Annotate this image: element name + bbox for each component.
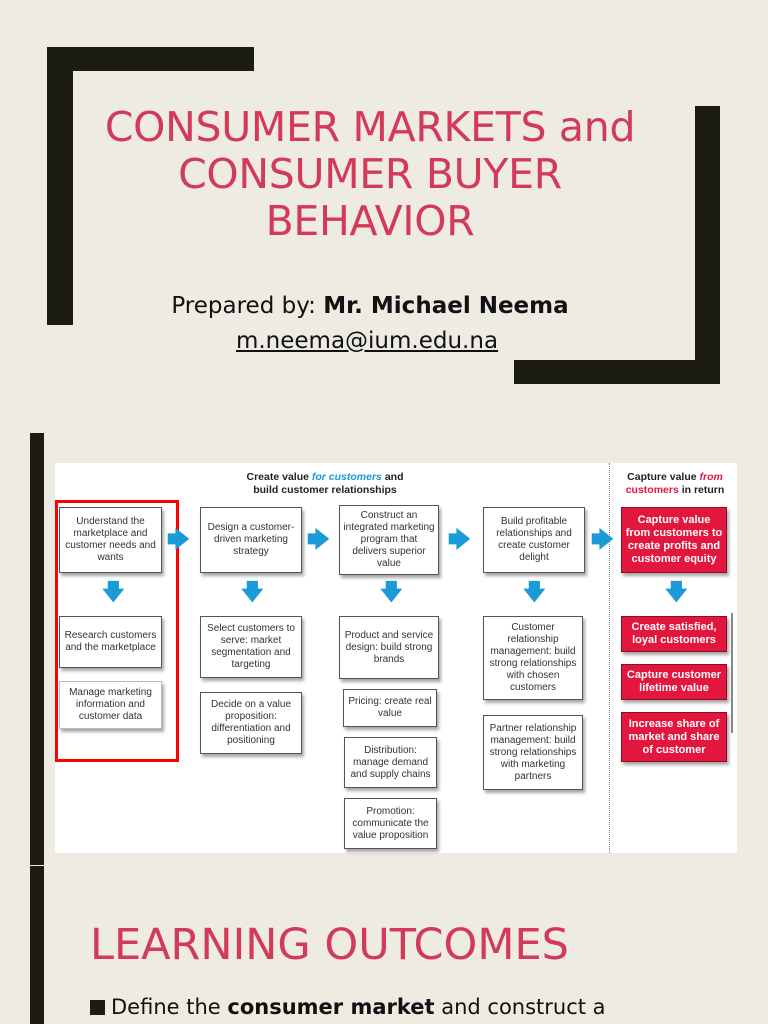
header-text: in return [678,484,725,496]
header-emphasis: for customers [311,471,382,483]
sub-customer-relationship-mgmt: Customer relationship management: build … [483,616,583,700]
arrow-right-icon: 🡆 [167,527,190,552]
header-capture-value: Capture value from customers in return [615,471,735,497]
arrow-down-icon: 🡇 [241,579,264,604]
header-text: and [381,471,404,483]
step-understand-marketplace: Understand the marketplace and customer … [59,507,162,573]
arrow-right-icon: 🡆 [307,527,330,552]
title-line-2: CONSUMER BUYER [178,150,562,198]
sub-promotion: Promotion: communicate the value proposi… [344,798,437,849]
header-text: Capture value [627,471,700,483]
diagram-edge-shadow [731,613,733,733]
header-emphasis: customers [625,484,679,496]
frame-top-left-horizontal [47,47,254,71]
sub-value-proposition: Decide on a value proposition: different… [200,692,302,754]
arrow-down-icon: 🡇 [380,579,403,604]
header-text: Create value [246,471,312,483]
title-line-3: BEHAVIOR [265,197,475,245]
sub-partner-relationship-mgmt: Partner relationship management: build s… [483,715,583,790]
sub-manage-information: Manage marketing information and custome… [59,681,162,729]
sub-satisfied-customers: Create satisfied, loyal customers [621,616,727,652]
arrow-down-icon: 🡇 [523,579,546,604]
frame-bottom-right-vertical [695,106,720,384]
divider-dotted-line [609,463,610,853]
presentation-title: CONSUMER MARKETS and CONSUMER BUYER BEHA… [60,104,680,245]
title-slide: CONSUMER MARKETS and CONSUMER BUYER BEHA… [0,0,768,400]
learning-outcomes-title: LEARNING OUTCOMES [90,920,569,970]
left-accent-bar-slide3 [30,866,44,1024]
diagram-slide: Create value for customers and build cus… [0,405,768,1024]
title-line-1: CONSUMER MARKETS and [104,103,636,151]
sub-lifetime-value: Capture customer lifetime value [621,664,727,700]
presenter-name: Mr. Michael Neema [323,293,569,319]
arrow-right-icon: 🡆 [448,527,471,552]
arrow-down-icon: 🡇 [665,579,688,604]
header-create-value: Create value for customers and build cus… [205,471,445,497]
sub-distribution: Distribution: manage demand and supply c… [344,737,437,788]
frame-bottom-right-horizontal [514,360,720,384]
bullet-text: Define the [111,995,228,1019]
header-emphasis: from [699,471,723,483]
bullet-text: and construct a [434,995,606,1019]
marketing-process-diagram: Create value for customers and build cus… [55,463,737,853]
sub-pricing: Pricing: create real value [343,689,437,727]
prepared-by-label: Prepared by: [171,293,324,319]
step-construct-program: Construct an integrated marketing progra… [339,505,439,575]
sub-share-of-market: Increase share of market and share of cu… [621,712,727,762]
arrow-right-icon: 🡆 [591,527,614,552]
sub-select-customers: Select customers to serve: market segmen… [200,616,302,678]
highlight-frame [55,500,179,762]
left-accent-bar [30,433,44,865]
arrow-down-icon: 🡇 [102,579,125,604]
presenter-email: m.neema@ium.edu.na [100,328,634,354]
sub-research-customers: Research customers and the marketplace [59,616,162,668]
frame-top-left-vertical [47,47,73,325]
sub-product-design: Product and service design: build strong… [339,616,439,679]
bullet-square-icon [90,1000,105,1015]
step-build-relationships: Build profitable relationships and creat… [483,507,585,573]
step-design-strategy: Design a customer-driven marketing strat… [200,507,302,573]
prepared-by: Prepared by: Mr. Michael Neema [100,293,640,319]
email-link[interactable]: m.neema@ium.edu.na [235,328,499,354]
bullet-bold-text: consumer market [227,995,435,1019]
learning-outcome-item: Define the consumer market and construct… [90,995,606,1019]
header-text: build customer relationships [253,484,397,496]
step-capture-value: Capture value from customers to create p… [621,507,727,573]
